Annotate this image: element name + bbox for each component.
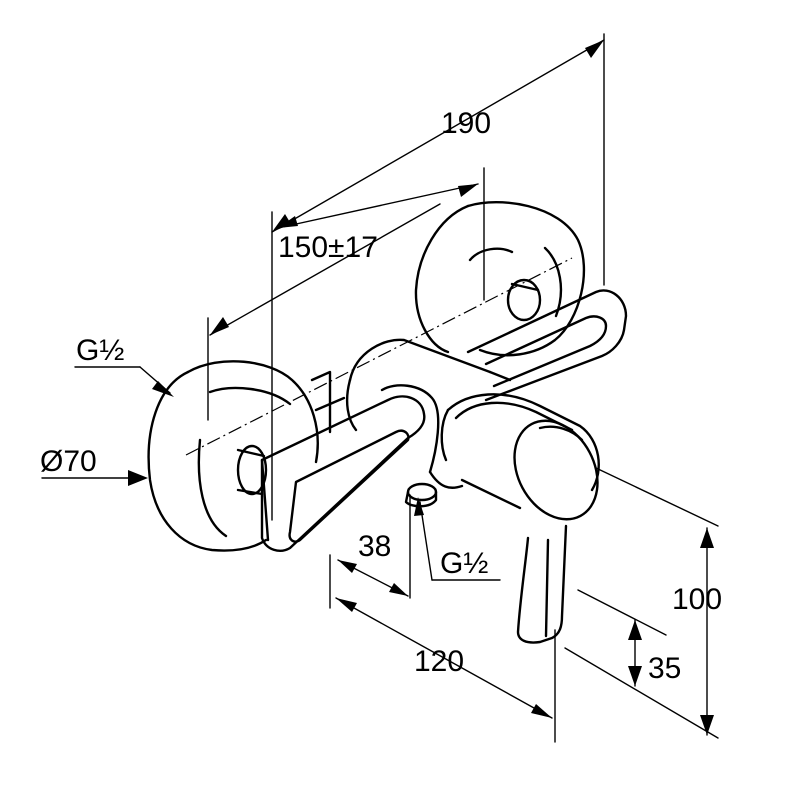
front-lever	[516, 524, 568, 644]
centre-axis	[185, 257, 573, 456]
label-120: 120	[414, 645, 464, 678]
label-diameter: Ø70	[40, 445, 97, 478]
main-body	[345, 338, 512, 489]
dimension-120	[335, 597, 556, 743]
dimension-190	[271, 33, 605, 286]
dimension-inner-span	[207, 203, 441, 421]
front-cylinder	[440, 393, 600, 521]
label-38: 38	[358, 530, 391, 563]
dimension-100	[564, 467, 719, 739]
label-35: 35	[648, 652, 681, 685]
dimension-150	[271, 167, 485, 521]
left-rosette	[147, 360, 319, 552]
rear-handle	[466, 289, 628, 402]
right-rosette	[414, 200, 586, 357]
label-150: 150±17	[278, 231, 378, 264]
label-g-outlet: G½	[440, 547, 488, 580]
label-100: 100	[672, 583, 722, 616]
dimension-35	[577, 589, 667, 687]
leader-diameter	[41, 470, 148, 486]
label-190: 190	[441, 107, 491, 140]
outlet-nut	[404, 482, 438, 508]
front-handle	[260, 395, 426, 552]
left-connector	[310, 370, 346, 434]
leader-g-inlet	[74, 366, 174, 397]
dimension-38	[329, 494, 411, 609]
label-g-inlet: G½	[76, 334, 124, 367]
